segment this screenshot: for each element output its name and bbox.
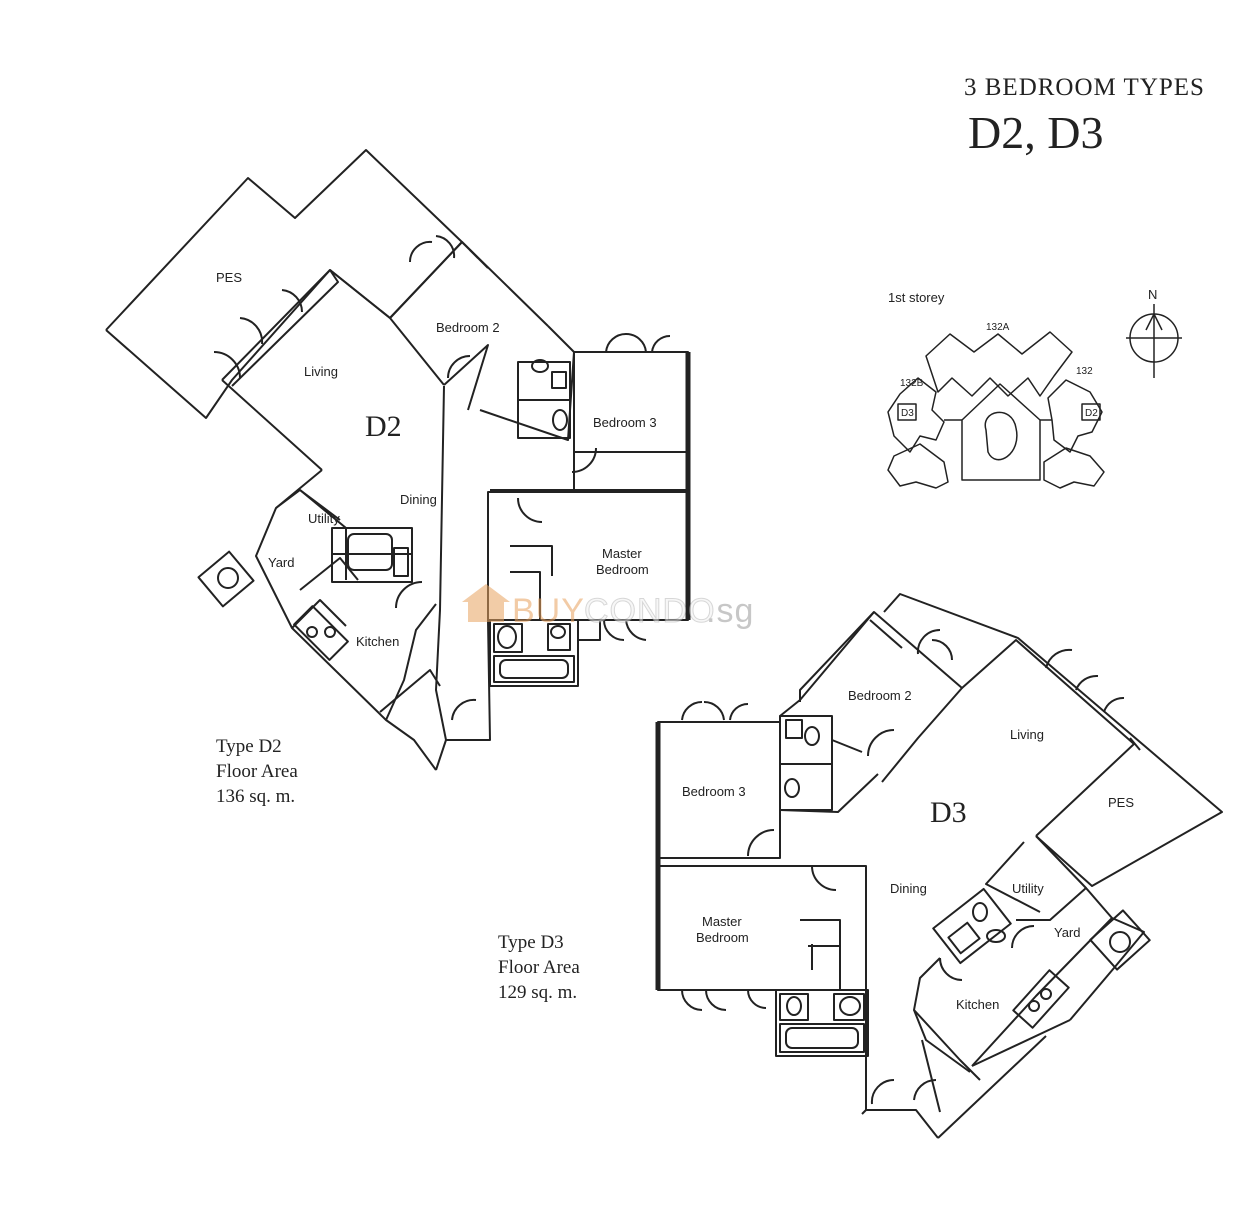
compass-n-label: N [1148,287,1157,302]
d2-yard-label: Yard [268,555,295,570]
d3-pes-label: PES [1108,795,1134,810]
watermark-sg: .sg [706,592,754,630]
key-plan-tag-d2: D2 [1085,408,1098,419]
key-plan-tag-d3: D3 [901,408,914,419]
d3-bedroom3-label: Bedroom 3 [682,784,746,799]
unit-d3-info: Type D3 Floor Area 129 sq. m. [498,930,580,1005]
d2-utility-label: Utility [308,511,340,526]
unit-d2-info: Type D2 Floor Area 136 sq. m. [216,734,298,809]
d2-bedroom3-label: Bedroom 3 [593,415,657,430]
d3-master-label-line1: Master [702,914,742,929]
d2-area-label: Floor Area [216,761,298,782]
d2-master-label-line1: Master [602,546,642,561]
d2-bedroom2-label: Bedroom 2 [436,320,500,335]
unit-d3-walls [655,593,1223,1139]
key-plan-block-132b: 132B [900,378,924,389]
d2-type-line: Type D2 [216,736,282,757]
d2-pes-label: PES [216,270,242,285]
d3-unit-label: D3 [930,796,967,829]
d2-living-label: Living [304,364,338,379]
north-compass [1126,304,1182,378]
unit-d2-room-labels: PES Living Bedroom 2 Bedroom 3 Dining Ut… [216,270,657,649]
d3-area-value: 129 sq. m. [498,982,578,1003]
unit-d2-walls [105,149,691,771]
key-plan-caption: 1st storey [888,290,945,305]
d2-kitchen-label: Kitchen [356,634,399,649]
watermark-buy: BUY [512,592,585,630]
d3-area-label: Floor Area [498,957,580,978]
d3-dining-label: Dining [890,881,927,896]
d3-living-label: Living [1010,727,1044,742]
watermark-condo: CONDO [584,592,716,630]
d2-area-value: 136 sq. m. [216,786,296,807]
key-plan-labels: 1st storey 132A 132B 132 D3 D2 N [888,287,1157,419]
d3-kitchen-label: Kitchen [956,997,999,1012]
heading-title: D2, D3 [968,107,1104,158]
key-plan-block-132: 132 [1076,366,1093,377]
unit-d3-room-labels: PES Living Bedroom 2 Bedroom 3 Dining Ut… [682,688,1134,1012]
buycondo-watermark: BUY CONDO .sg [462,584,754,631]
key-plan-drawing [887,331,1105,489]
d2-master-label-line2: Bedroom [596,562,649,577]
d3-yard-label: Yard [1054,925,1081,940]
d3-utility-label: Utility [1012,881,1044,896]
d2-unit-label: D2 [365,410,402,443]
key-plan-block-132a: 132A [986,322,1010,333]
d3-type-line: Type D3 [498,932,564,953]
heading-subtitle: 3 BEDROOM TYPES [964,74,1205,101]
d2-dining-label: Dining [400,492,437,507]
d3-bedroom2-label: Bedroom 2 [848,688,912,703]
house-logo-icon [462,584,510,622]
d3-master-label-line2: Bedroom [696,930,749,945]
